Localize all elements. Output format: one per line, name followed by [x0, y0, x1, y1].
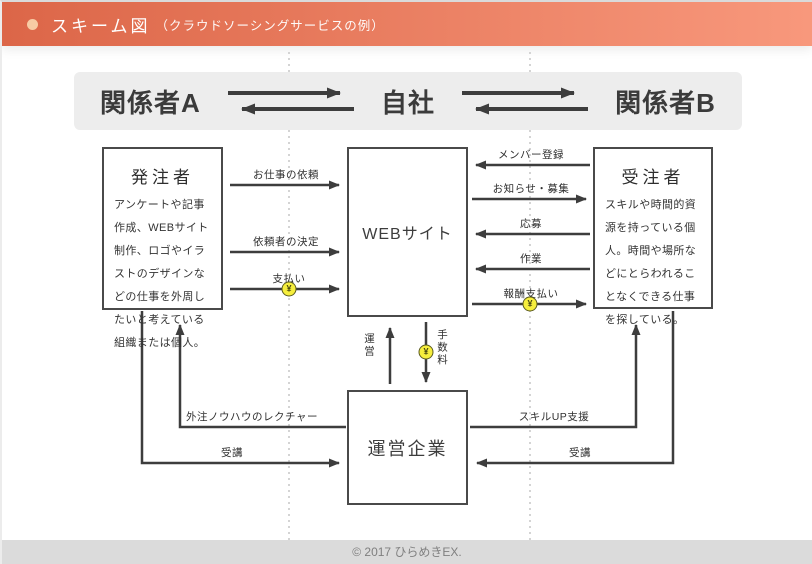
flow-label-operation: 運営: [363, 333, 375, 358]
yen-coin-reward: ¥: [522, 296, 538, 312]
website-box: WEBサイト: [347, 147, 468, 317]
yen-coin-payment: ¥: [281, 281, 297, 297]
copyright-bar: © 2017 ひらめきEX.: [2, 540, 812, 564]
orderer-box: 発注者 アンケートや記事作成、WEBサイト制作、ロゴやイラストのデザインなどの仕…: [102, 147, 223, 349]
flow-label-job-request: お仕事の依頼: [253, 169, 319, 181]
flow-label-notice-recruitment: お知らせ・募集: [492, 183, 570, 195]
banner-label-party-a: 関係者A: [100, 87, 201, 118]
page-subtitle: （クラウドソーシングサービスの例）: [155, 18, 385, 33]
flow-label-attend-right: 受講: [569, 447, 591, 459]
copyright-text: © 2017 ひらめきEX.: [352, 545, 462, 559]
operator-box: 運営企業: [347, 390, 468, 505]
dotted-guide-left: [288, 52, 290, 542]
title-bar: スキーム図 （クラウドソーシングサービスの例）: [2, 2, 812, 46]
page-title: スキーム図: [51, 16, 151, 36]
flow-label-skill-up-support: スキルUP支援: [518, 411, 590, 423]
flow-label-payment: 支払い: [272, 273, 306, 285]
flow-label-client-decision: 依頼者の決定: [253, 236, 319, 248]
flow-label-outsourcing-lecture: 外注ノウハウのレクチャー: [186, 411, 318, 423]
flow-label-member-registration: メンバー登録: [498, 149, 564, 161]
website-title: WEBサイト: [362, 226, 453, 243]
flow-label-attend-left: 受講: [221, 447, 243, 459]
bullet-icon: [27, 18, 38, 30]
flow-label-reward-payment: 報酬支払い: [503, 288, 559, 300]
flow-label-application: 応募: [520, 218, 542, 230]
banner-label-own-company: 自社: [380, 87, 435, 118]
orderer-description: アンケートや記事作成、WEBサイト制作、ロゴやイラストのデザインなどの仕事を外周…: [114, 199, 209, 349]
banner-label-party-b: 関係者B: [615, 87, 716, 118]
flow-label-fee: 手数料: [436, 329, 448, 367]
operator-title: 運営企業: [367, 438, 448, 459]
double-arrow-icon: [227, 87, 354, 115]
contractor-title: 受注者: [621, 168, 685, 187]
yen-coin-fee: ¥: [418, 344, 434, 360]
contractor-box: 受注者 スキルや時間的資源を持っている個人。時間や場所などにとらわれることなくで…: [593, 147, 713, 326]
contractor-description: スキルや時間的資源を持っている個人。時間や場所などにとらわれることなくできる仕事…: [605, 199, 697, 326]
flow-label-work: 作業: [520, 253, 542, 265]
relation-banner: 関係者A 自社 関係者B: [74, 72, 742, 130]
double-arrow-icon: [462, 87, 589, 115]
orderer-title: 発注者: [131, 168, 194, 187]
